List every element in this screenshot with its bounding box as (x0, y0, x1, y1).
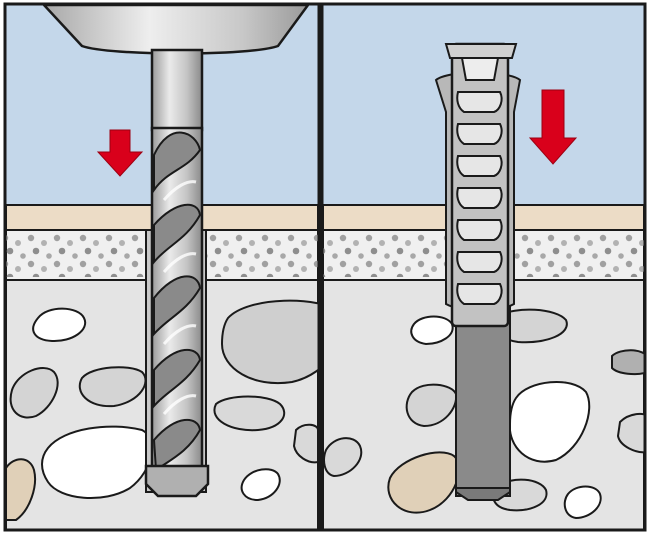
stone-light (292, 423, 318, 464)
stone-light (616, 412, 644, 454)
drill-tip (144, 464, 210, 498)
down-arrow-icon (96, 129, 144, 177)
stone-light (405, 383, 458, 428)
drill-flutes (152, 131, 202, 472)
stone-white (563, 485, 602, 520)
stone-mid (611, 349, 644, 376)
stone-white (32, 307, 87, 343)
drilled-hole-bottom (455, 487, 511, 501)
stone-beige (6, 458, 36, 521)
stone-white (240, 468, 281, 502)
panel-drilling (6, 5, 318, 529)
wall-plug (434, 42, 522, 328)
stone-light (9, 367, 59, 419)
panel-frame-right (320, 2, 647, 532)
drilled-hole (455, 299, 511, 497)
plug-collar (444, 43, 518, 59)
stone-white (323, 437, 363, 478)
stone-large (220, 299, 318, 385)
stone-light (78, 366, 147, 408)
panel-inserting (323, 5, 644, 529)
drill-shank (150, 48, 204, 132)
down-arrow-icon (528, 89, 578, 165)
plug-top-slot (460, 57, 500, 81)
plug-ribs (456, 91, 503, 305)
stone-white (41, 425, 153, 499)
stone-white (410, 315, 454, 346)
stone-light (213, 395, 286, 432)
drill-chuck (42, 5, 310, 55)
panel-frame-left (3, 2, 321, 532)
drill-highlights (162, 180, 197, 415)
